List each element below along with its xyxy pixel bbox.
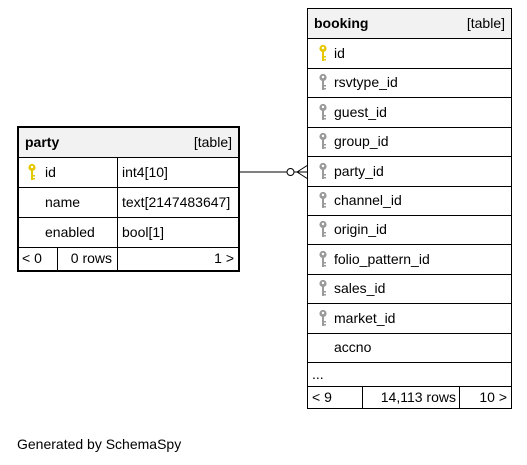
booking-header: booking [table] bbox=[308, 9, 511, 38]
row-divider bbox=[308, 127, 511, 128]
party-footer-rows: 0 rows bbox=[70, 250, 112, 266]
optional-circle-icon bbox=[286, 168, 295, 176]
crowfoot-icon bbox=[296, 164, 309, 173]
booking-footer: < 9 14,113 rows 10 > bbox=[308, 387, 511, 408]
row-divider bbox=[308, 274, 511, 275]
party-column-type: bool[1] bbox=[122, 224, 165, 240]
party-footer-parents[interactable]: < 0 bbox=[22, 250, 42, 266]
foreign-key-icon bbox=[319, 280, 327, 297]
booking-column-row[interactable]: id bbox=[308, 39, 511, 68]
row-divider bbox=[308, 333, 511, 334]
party-table[interactable]: party [table] id int4[10] name text[2147483… bbox=[17, 126, 240, 272]
booking-column-row[interactable]: guest_id bbox=[308, 98, 511, 127]
party-column-row[interactable]: name text[2147483647] bbox=[19, 188, 238, 217]
booking-footer-parents[interactable]: < 9 bbox=[312, 389, 332, 405]
booking-footer-children[interactable]: 10 > bbox=[479, 389, 507, 405]
booking-column-row[interactable]: folio_pattern_id bbox=[308, 245, 511, 274]
party-title: party bbox=[25, 134, 60, 150]
party-column-name: enabled bbox=[45, 224, 95, 240]
foreign-key-icon bbox=[319, 250, 327, 267]
party-column-name: name bbox=[45, 194, 81, 210]
booking-column-row[interactable]: market_id bbox=[308, 304, 511, 333]
booking-column-row[interactable]: rsvtype_id bbox=[308, 68, 511, 97]
generated-by-text: Generated by SchemaSpy bbox=[17, 436, 182, 452]
booking-column-row[interactable]: accno bbox=[308, 333, 511, 362]
row-divider bbox=[308, 68, 511, 69]
booking-column-row[interactable]: channel_id bbox=[308, 186, 511, 215]
row-divider bbox=[19, 187, 238, 188]
party-column-type: int4[10] bbox=[122, 164, 168, 180]
booking-column-name: sales_id bbox=[334, 280, 386, 297]
booking-more-indicator: ... bbox=[312, 366, 324, 382]
row-divider bbox=[19, 217, 238, 218]
booking-column-name: market_id bbox=[334, 309, 396, 326]
party-header: party [table] bbox=[19, 128, 238, 157]
foreign-key-icon bbox=[319, 191, 327, 208]
row-divider bbox=[308, 244, 511, 245]
foreign-key-icon bbox=[319, 133, 327, 150]
booking-column-row[interactable]: sales_id bbox=[308, 274, 511, 303]
booking-footer-rows: 14,113 rows bbox=[380, 389, 456, 405]
booking-column-row[interactable]: party_id bbox=[308, 157, 511, 186]
party-footer-children[interactable]: 1 > bbox=[214, 250, 234, 266]
booking-column-name: channel_id bbox=[334, 192, 402, 208]
booking-column-name: origin_id bbox=[334, 221, 387, 238]
party-footer: < 0 0 rows 1 > bbox=[19, 248, 238, 270]
booking-column-name: rsvtype_id bbox=[334, 74, 398, 91]
party-column-row[interactable]: enabled bool[1] bbox=[19, 218, 238, 247]
booking-column-name: id bbox=[334, 45, 345, 61]
row-divider bbox=[308, 303, 511, 304]
booking-column-name: group_id bbox=[334, 133, 389, 150]
row-divider bbox=[308, 362, 511, 363]
booking-column-name: folio_pattern_id bbox=[334, 250, 430, 267]
booking-column-row[interactable]: origin_id bbox=[308, 215, 511, 244]
booking-kind: [table] bbox=[466, 15, 505, 31]
booking-column-row[interactable]: group_id bbox=[308, 127, 511, 156]
foreign-key-icon bbox=[319, 221, 327, 238]
foreign-key-icon bbox=[319, 74, 327, 91]
primary-key-icon bbox=[319, 44, 327, 61]
party-column-type: text[2147483647] bbox=[122, 194, 231, 210]
party-kind: [table] bbox=[193, 134, 232, 150]
row-divider bbox=[308, 186, 511, 187]
foreign-key-icon bbox=[319, 103, 327, 120]
row-divider bbox=[308, 156, 511, 157]
booking-column-name: party_id bbox=[334, 162, 384, 179]
party-column-row[interactable]: id int4[10] bbox=[19, 158, 238, 187]
row-divider bbox=[308, 97, 511, 98]
primary-key-icon bbox=[28, 163, 36, 180]
booking-column-name: accno bbox=[334, 339, 372, 355]
row-divider bbox=[308, 215, 511, 216]
foreign-key-icon bbox=[319, 162, 327, 179]
party-column-name: id bbox=[45, 164, 56, 180]
booking-column-name: guest_id bbox=[334, 103, 387, 120]
booking-title: booking bbox=[314, 15, 369, 31]
foreign-key-icon bbox=[319, 309, 327, 326]
